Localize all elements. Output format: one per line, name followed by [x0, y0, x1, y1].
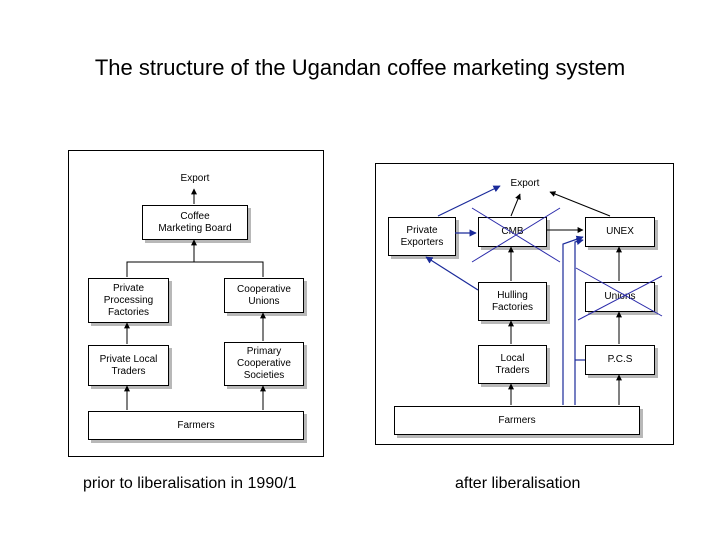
after-cmb-box: CMB	[478, 217, 547, 247]
before-coop-unions-box: Cooperative Unions	[224, 278, 304, 313]
before-caption: prior to liberalisation in 1990/1	[83, 475, 297, 492]
before-cmb-box: Coffee Marketing Board	[142, 205, 248, 240]
after-unex-box: UNEX	[585, 217, 655, 247]
page-title: The structure of the Ugandan coffee mark…	[94, 55, 626, 80]
after-export-label: Export	[510, 178, 540, 189]
after-caption: after liberalisation	[455, 475, 581, 492]
before-private-local-box: Private Local Traders	[88, 345, 169, 386]
before-private-processing-box: Private Processing Factories	[88, 278, 169, 323]
before-primary-coop-box: Primary Cooperative Societies	[224, 342, 304, 386]
before-export-label: Export	[180, 173, 210, 184]
after-pcs-box: P.C.S	[585, 345, 655, 375]
after-local-traders-box: Local Traders	[478, 345, 547, 384]
after-hulling-box: Hulling Factories	[478, 282, 547, 321]
before-farmers-box: Farmers	[88, 411, 304, 440]
after-private-exporters-box: Private Exporters	[388, 217, 456, 256]
after-unions-box: Unions	[585, 282, 655, 312]
after-farmers-box: Farmers	[394, 406, 640, 435]
